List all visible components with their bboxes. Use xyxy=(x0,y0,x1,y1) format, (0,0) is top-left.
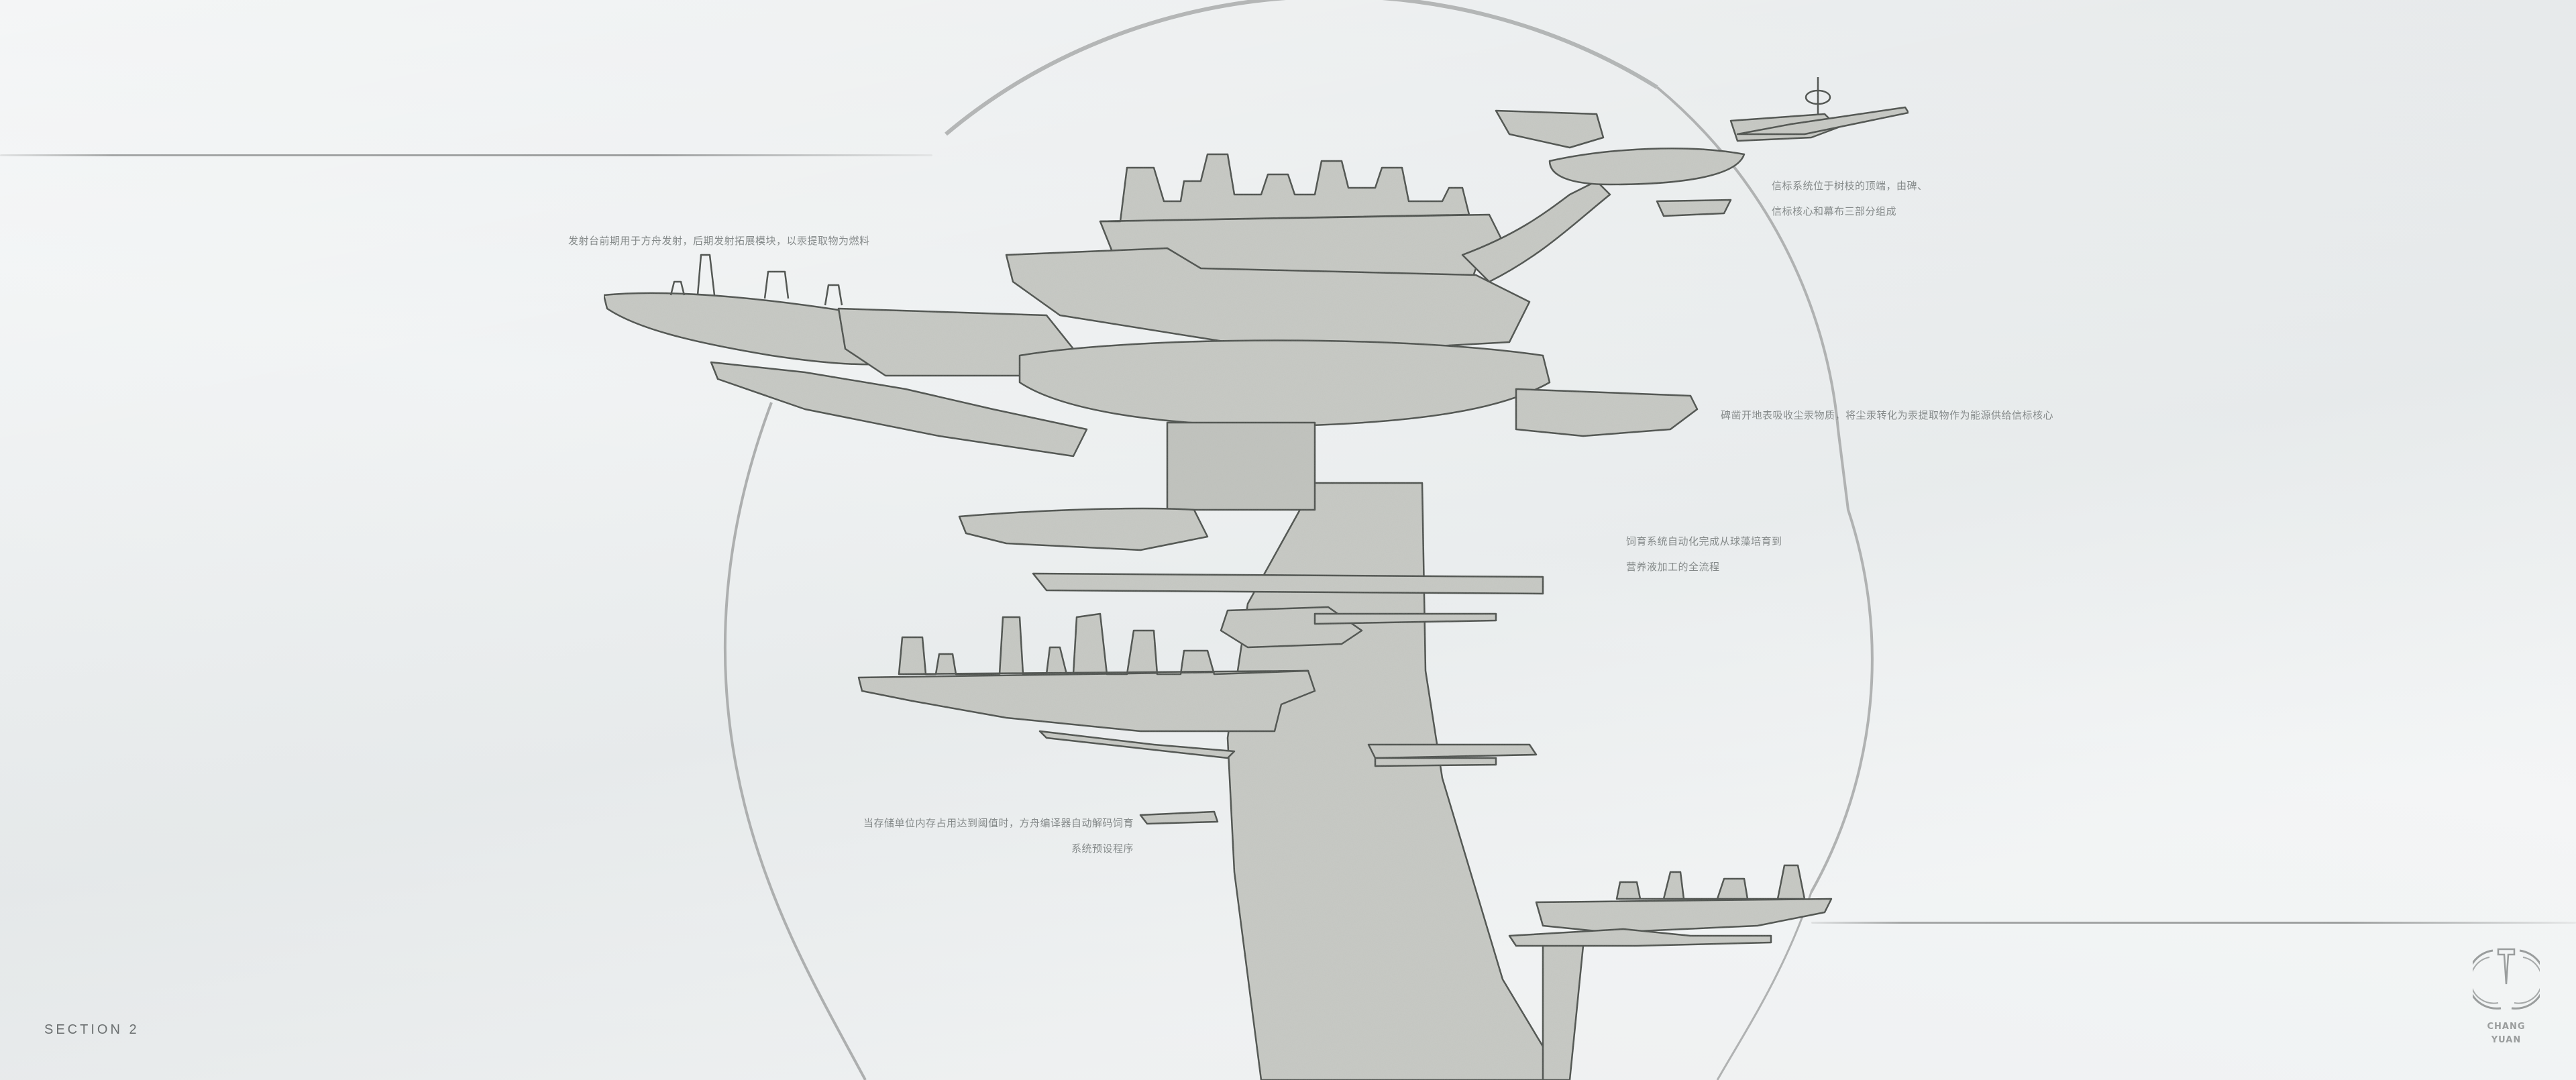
annotation-line: 发射台前期用于方舟发射，后期发射拓展模块，以汞提取物为燃料 xyxy=(568,235,870,247)
horizontal-guide-line-top xyxy=(0,154,932,156)
right-deck-2 xyxy=(1374,757,1497,767)
annotation-line: 信标核心和幕布三部分组成 xyxy=(1772,205,1897,217)
horizontal-guide-line-bottom xyxy=(1811,922,2576,924)
logo-text-line2: YUAN xyxy=(2491,1035,2522,1045)
beacon-boom xyxy=(1736,106,1910,136)
mid-right-rail xyxy=(1313,612,1497,625)
annotation-line: 系统预设程序 xyxy=(1071,843,1134,855)
annotation-launch-pad: 发射台前期用于方舟发射，后期发射拓展模块，以汞提取物为燃料 xyxy=(568,228,870,254)
industrial-platform xyxy=(857,669,1316,733)
annotation-line: 营养液加工的全流程 xyxy=(1626,561,1720,573)
lower-right-skyline xyxy=(1615,864,1806,900)
annotation-line: 饲育系统自动化完成从球藻培育到 xyxy=(1626,535,1782,547)
annotation-storage-unit: 当存储单位内存占用达到阈值时，方舟编译器自动解码饲育 系统预设程序 xyxy=(852,810,1134,861)
guide-circle xyxy=(723,0,1874,1080)
top-tier-buildings xyxy=(1099,153,1470,223)
second-tier-saucer xyxy=(1005,247,1531,350)
right-wing-disc xyxy=(1515,388,1699,437)
section-label: SECTION 2 xyxy=(44,1022,140,1037)
beacon-dish-low xyxy=(1656,199,1732,217)
chang-yuan-logo: CHANG YUAN xyxy=(2467,942,2546,1050)
annotation-line: 当存储单位内存占用达到阈值时，方舟编译器自动解码饲育 xyxy=(863,817,1134,829)
lower-small-pod xyxy=(1139,810,1219,825)
annotation-line: 信标系统位于树枝的顶端，由碑、 xyxy=(1772,180,1928,192)
annotation-feeding-system: 饲育系统自动化完成从球藻培育到 营养液加工的全流程 xyxy=(1626,529,1782,580)
mid-long-deck xyxy=(1032,572,1544,595)
mid-ring-platform xyxy=(958,507,1209,551)
trunk xyxy=(1226,482,1564,1080)
beacon-dish-left xyxy=(1495,109,1605,149)
industrial-skyline xyxy=(898,612,1309,676)
chang-yuan-circle-t-icon xyxy=(2467,948,2546,1010)
annotation-beacon-system: 信标系统位于树枝的顶端，由碑、 信标核心和幕布三部分组成 xyxy=(1772,173,1928,224)
annotation-line: 碑凿开地表吸收尘汞物质，将尘汞转化为汞提取物作为能源供给信标核心 xyxy=(1721,409,2054,421)
launch-pad-underside xyxy=(710,361,1088,457)
launch-pad-towers xyxy=(669,254,843,306)
main-disk-tier xyxy=(1018,339,1551,427)
inner-machinery xyxy=(1166,421,1316,511)
beacon-saucer xyxy=(1548,148,1746,186)
lower-right-lower-deck xyxy=(1508,928,1772,947)
beacon-arm xyxy=(1461,180,1611,283)
lower-branch-stem xyxy=(1542,938,1585,1080)
annotation-stele: 碑凿开地表吸收尘汞物质，将尘汞转化为汞提取物作为能源供给信标核心 xyxy=(1721,402,2053,428)
logo-text-line1: CHANG xyxy=(2487,1022,2526,1032)
lower-right-platform xyxy=(1535,898,1833,934)
industrial-struts xyxy=(1038,730,1236,759)
right-deck-1 xyxy=(1367,743,1538,759)
